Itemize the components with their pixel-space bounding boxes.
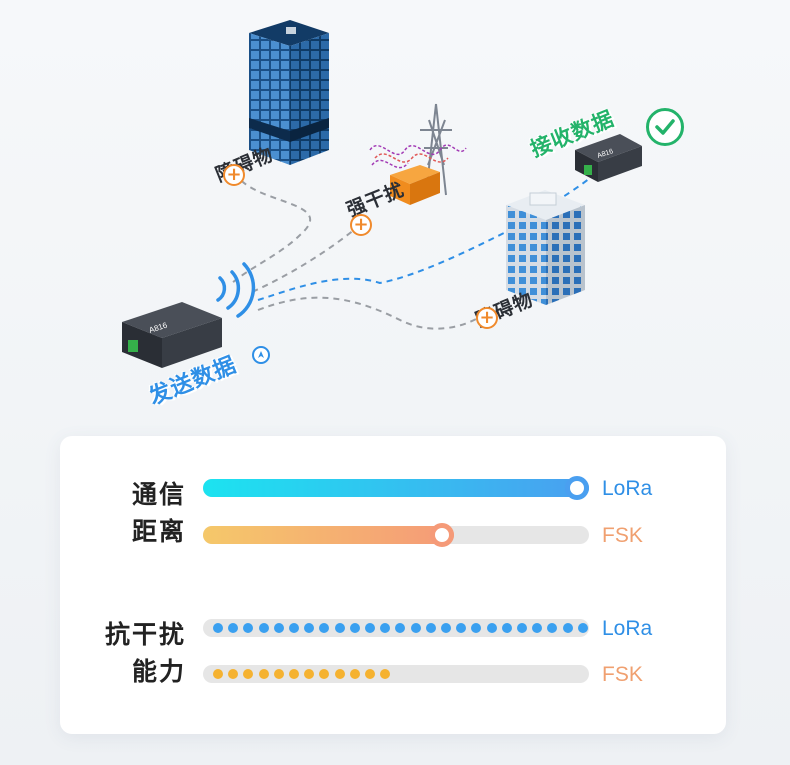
level-dot	[563, 623, 573, 633]
arrow-icon	[252, 346, 270, 364]
level-dot	[213, 669, 223, 679]
distance-label-line1: 通信	[131, 480, 186, 509]
level-dot	[274, 623, 284, 633]
plus-marker-2: +	[350, 214, 372, 236]
receiver-device: A816	[575, 134, 642, 182]
distance-lora-bar	[203, 476, 589, 500]
level-dot	[259, 669, 269, 679]
level-dot	[547, 623, 557, 633]
level-dot	[243, 669, 253, 679]
distance-lora-fill	[203, 479, 589, 497]
signal-paths	[229, 171, 591, 330]
anti-interference-metric-label: 抗干扰 能力	[80, 616, 186, 690]
level-dot	[426, 623, 436, 633]
check-icon	[646, 108, 684, 146]
distance-metric-label: 通信 距离	[100, 476, 186, 550]
tall-building	[249, 20, 329, 165]
distance-lora-knob	[565, 476, 589, 500]
level-dot	[350, 669, 360, 679]
level-dot	[319, 669, 329, 679]
distance-fsk-fill	[203, 526, 454, 544]
level-dot	[213, 623, 223, 633]
signal-waves	[216, 262, 256, 318]
distance-label-line2: 距离	[131, 517, 186, 546]
office-building	[506, 190, 585, 305]
level-dot	[259, 623, 269, 633]
path-to-obstacle-2	[257, 296, 479, 330]
level-dot	[228, 669, 238, 679]
level-dot	[380, 623, 390, 633]
transmitter-device: A816	[122, 302, 222, 368]
path-to-interference	[251, 224, 361, 293]
distance-fsk-bar	[203, 523, 589, 547]
level-dot	[243, 623, 253, 633]
level-dot	[350, 623, 360, 633]
level-dot	[411, 623, 421, 633]
level-dot	[335, 669, 345, 679]
scene-svg: A816 A816	[122, 20, 642, 368]
level-dot	[471, 623, 481, 633]
level-dot	[365, 669, 375, 679]
level-dot	[532, 623, 542, 633]
level-dot	[228, 623, 238, 633]
level-dot	[380, 669, 390, 679]
path-to-receiver[interactable]	[257, 177, 591, 301]
plus-marker-3: +	[476, 307, 498, 329]
anti-lora-name: LoRa	[602, 617, 653, 640]
level-dot	[304, 669, 314, 679]
level-dot	[365, 623, 375, 633]
comparison-card: 通信 距离 LoRa FSK 抗干扰 能力 LoRa FSK	[60, 436, 726, 734]
level-dot	[289, 623, 299, 633]
scene-illustration: A816 A816 障碍物 + 强干扰 + 障碍物 + 发送数据 接收数据	[122, 20, 684, 410]
path-to-obstacle-1	[229, 171, 311, 286]
interference-source	[369, 103, 467, 205]
distance-fsk-knob	[430, 523, 454, 547]
plus-marker-1: +	[223, 164, 245, 186]
anti-lora-bar	[203, 619, 589, 637]
anti-fsk-bar	[203, 665, 589, 683]
level-dot	[502, 623, 512, 633]
level-dot	[395, 623, 405, 633]
distance-fsk-name: FSK	[602, 524, 643, 547]
level-dot	[517, 623, 527, 633]
svg-text:A816: A816	[596, 148, 614, 160]
level-dot	[487, 623, 497, 633]
anti-label-line2: 能力	[131, 657, 186, 686]
anti-fsk-name: FSK	[602, 663, 643, 686]
level-dot	[441, 623, 451, 633]
level-dot	[289, 669, 299, 679]
level-dot	[319, 623, 329, 633]
level-dot	[304, 623, 314, 633]
level-dot	[274, 669, 284, 679]
anti-label-line1: 抗干扰	[104, 620, 186, 649]
level-dot	[335, 623, 345, 633]
level-dot	[456, 623, 466, 633]
distance-lora-name: LoRa	[602, 477, 653, 500]
level-dot	[578, 623, 588, 633]
